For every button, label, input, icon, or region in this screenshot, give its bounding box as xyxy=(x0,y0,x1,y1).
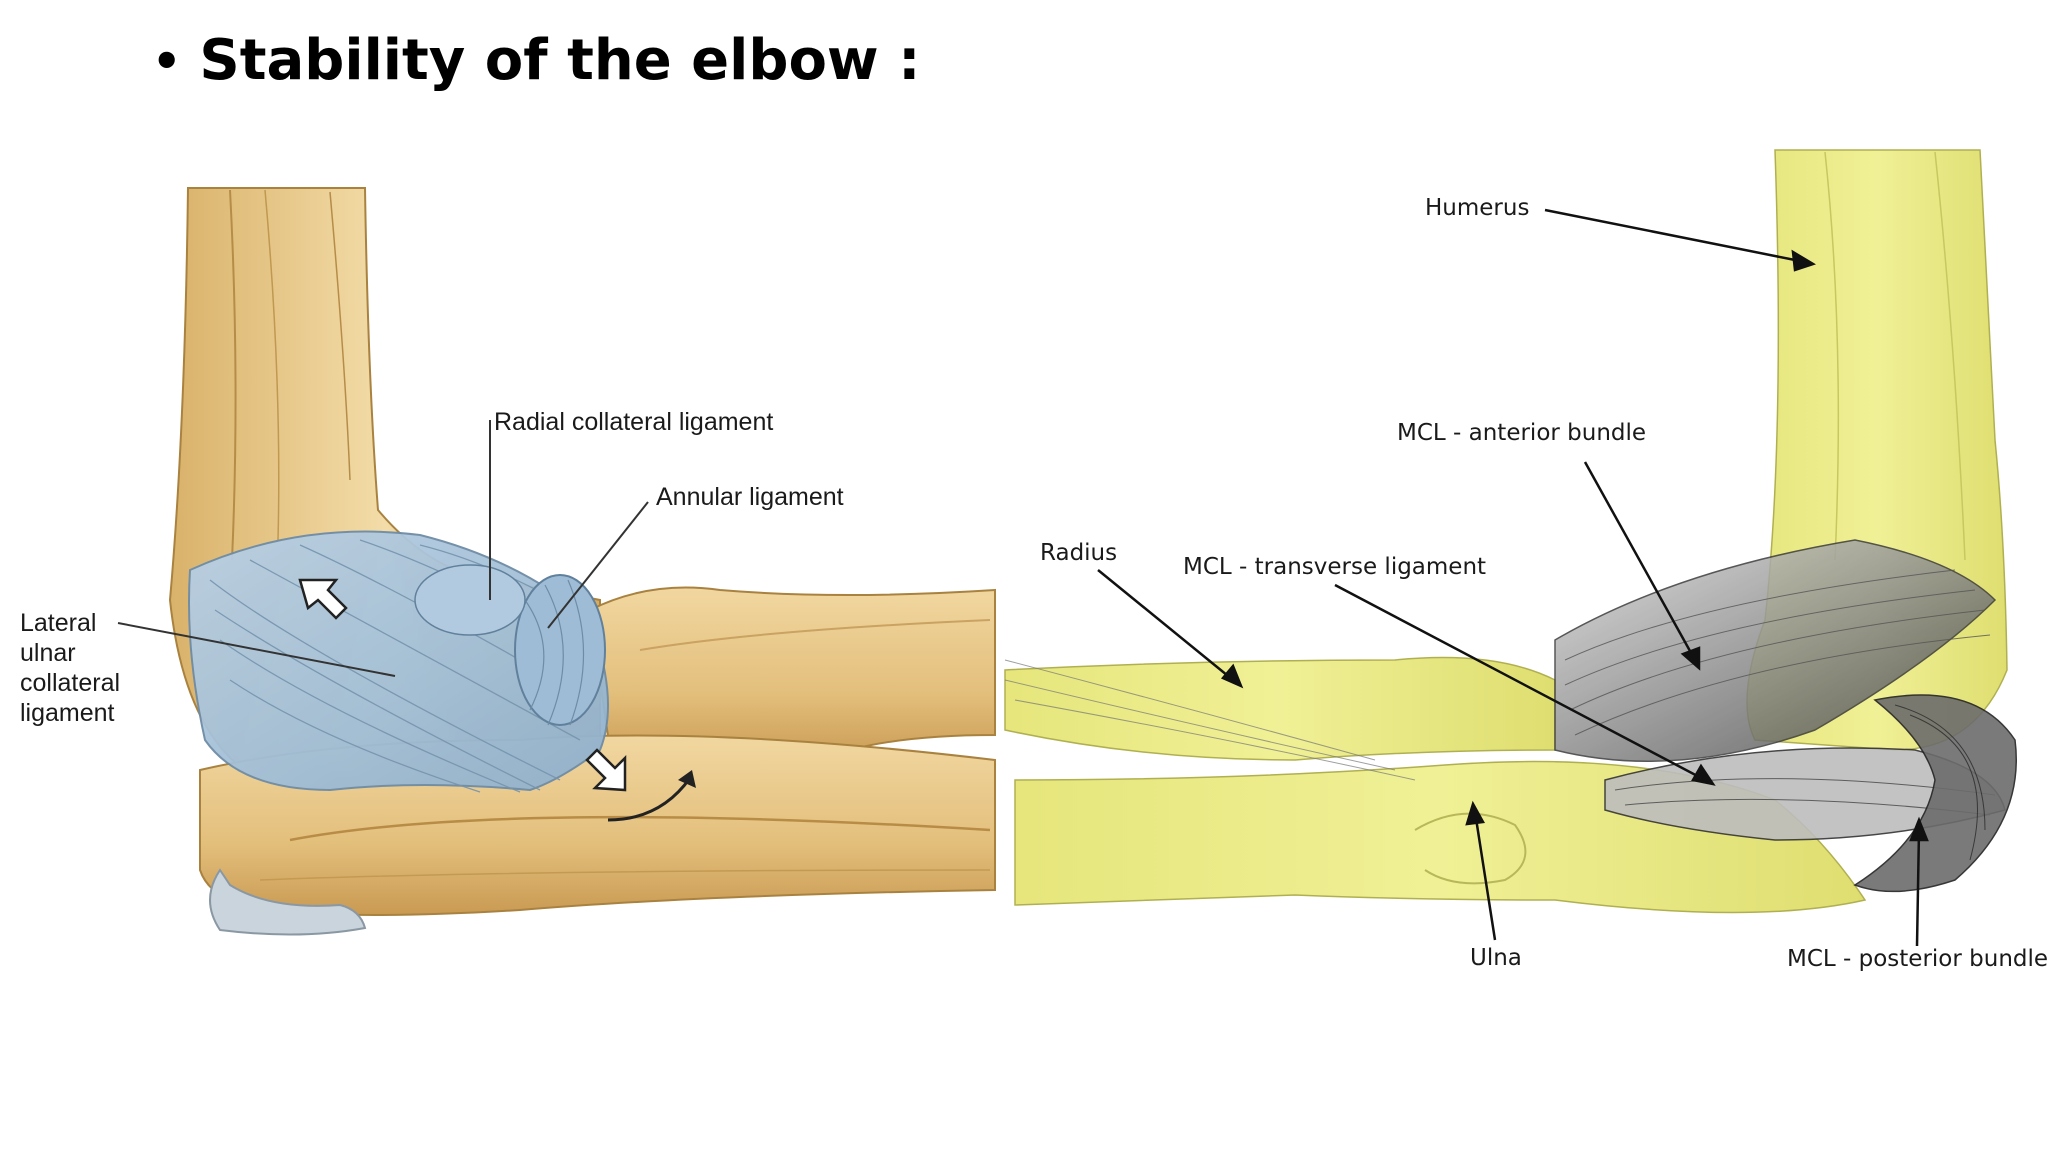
label-mcl-anterior-bundle: MCL - anterior bundle xyxy=(1397,420,1647,446)
slide-title: • Stability of the elbow : xyxy=(152,28,921,93)
label-radial-collateral-ligament: Radial collateral ligament xyxy=(494,408,774,436)
medial-elbow-figure: Humerus MCL - anterior bundle Radius MCL… xyxy=(995,140,2048,1000)
arrow-open-upper xyxy=(298,578,348,620)
olecranon-cartilage xyxy=(209,868,367,936)
label-mcl-posterior-bundle: MCL - posterior bundle xyxy=(1787,946,2048,972)
label-annular-ligament: Annular ligament xyxy=(656,483,844,511)
lateral-elbow-illustration xyxy=(117,187,996,936)
label-lateral-ulnar-collateral-ligament: Lateral ulnar collateral ligament xyxy=(20,609,121,727)
mcl-posterior-bundle-shape xyxy=(1853,694,2017,893)
arrow-curved xyxy=(607,777,692,822)
annular-ligament-shape xyxy=(514,574,606,726)
label-ulna: Ulna xyxy=(1470,945,1522,971)
mcl-anterior-bundle-shape xyxy=(1554,539,1997,762)
label-humerus: Humerus xyxy=(1425,195,1530,221)
arrow-open-lower xyxy=(585,748,627,792)
label-mcl-transverse-ligament: MCL - transverse ligament xyxy=(1183,554,1487,580)
title-text: Stability of the elbow : xyxy=(199,28,921,93)
lateral-elbow-figure: Radial collateral ligament Annular ligam… xyxy=(0,180,1000,980)
label-radius: Radius xyxy=(1040,540,1118,566)
medial-elbow-illustration xyxy=(1004,149,2017,947)
bullet-point: • xyxy=(152,33,182,88)
